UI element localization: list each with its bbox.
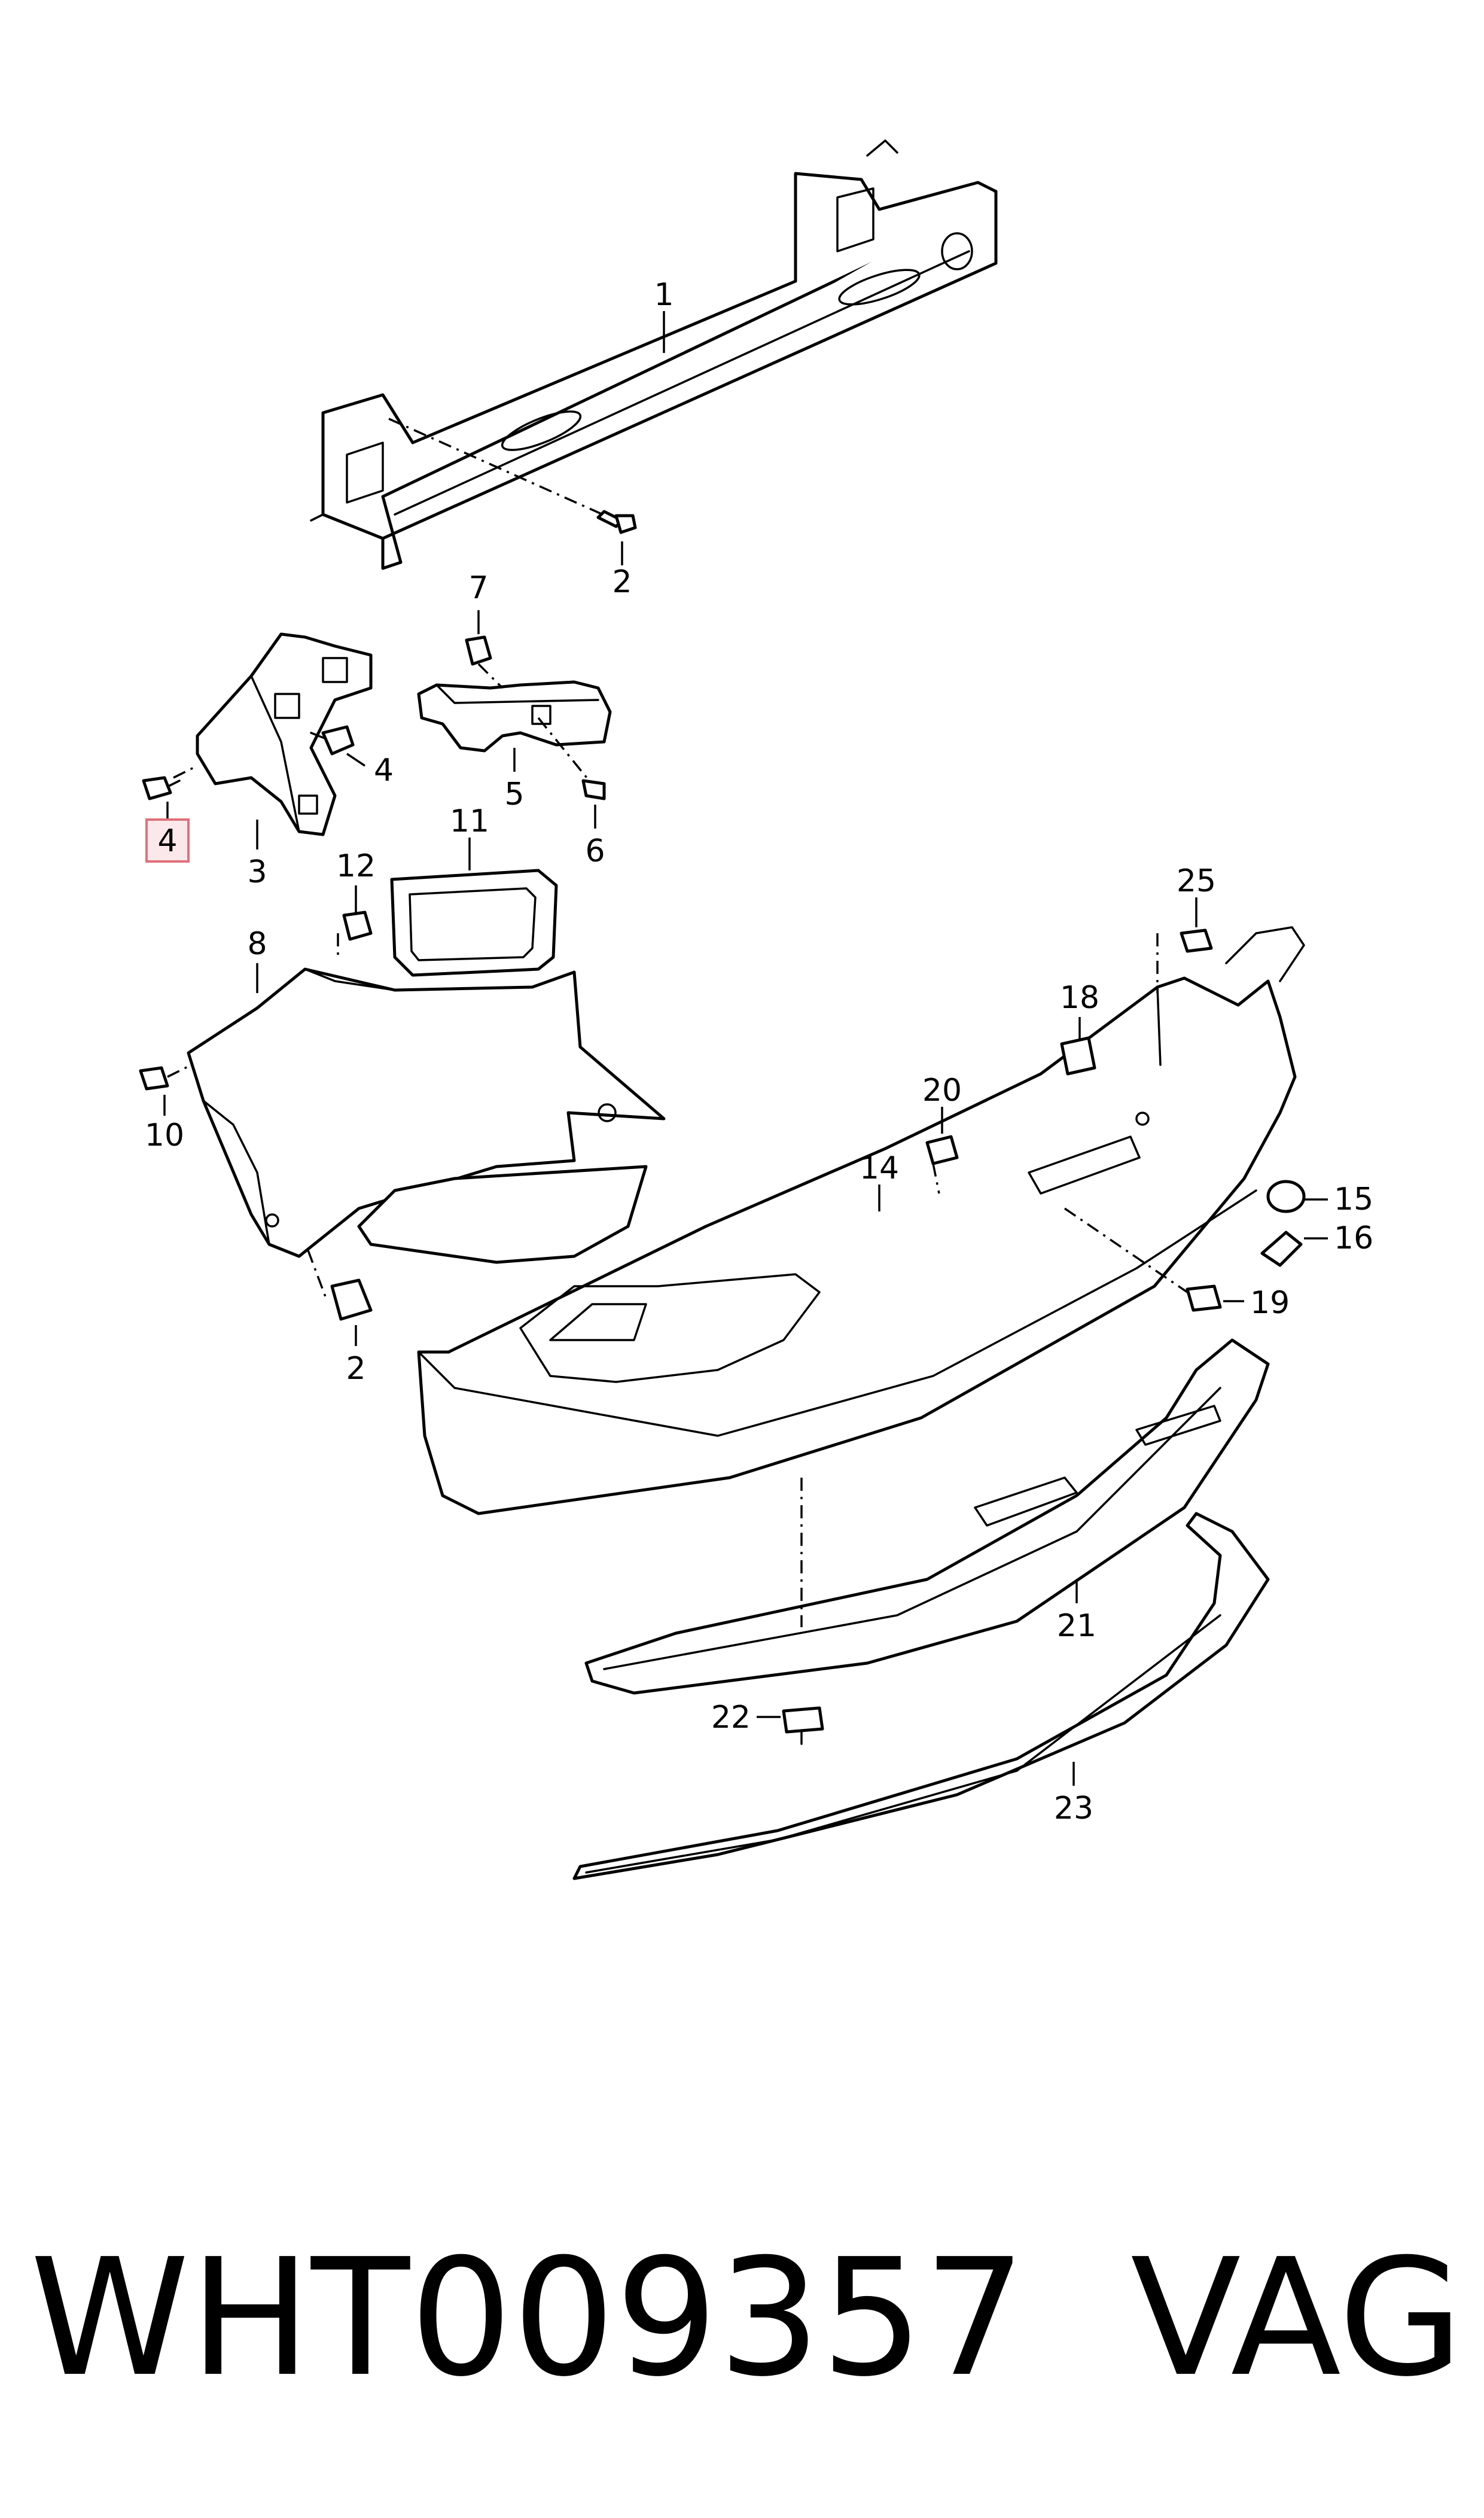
brand-name: VAG: [1130, 2224, 1464, 2412]
callout-25: 25: [1177, 863, 1216, 899]
part-13-screw: [139, 1066, 169, 1091]
callout-23: 23: [1054, 1791, 1093, 1826]
callout-13: 10: [145, 1118, 184, 1153]
part-20-clip: [925, 1135, 959, 1165]
leader-dash-3: [173, 765, 198, 779]
callout-10: 8: [247, 926, 267, 962]
leader-dash-11: [307, 1250, 327, 1299]
callout-7: 6: [585, 833, 605, 869]
callout-22: 22: [711, 1700, 751, 1735]
part-3-left-bracket: [196, 632, 373, 836]
part-19-screw: [1186, 1284, 1222, 1312]
callout-18: 18: [1060, 980, 1099, 1016]
callout-15: 14: [860, 1150, 899, 1186]
callout-20: 20: [922, 1073, 962, 1109]
callout-8: 7: [468, 570, 488, 606]
part-22-clip: [782, 1706, 824, 1745]
callout-12: 11: [450, 803, 489, 839]
part-11-clip: [330, 1278, 373, 1321]
callout-14: 12: [336, 848, 376, 884]
leader-dash-8: [477, 663, 504, 689]
callout-2: 2: [612, 564, 632, 600]
part-4-screw: [142, 776, 181, 800]
part-14-clip: [342, 911, 373, 941]
part-5-clip: [310, 725, 355, 756]
callout-17: 16: [1334, 1220, 1373, 1256]
part-6-center-bracket: [417, 680, 612, 753]
part-number: WHT009357: [30, 2224, 1026, 2412]
leader-dash-13: [167, 1064, 192, 1078]
callout-1: 1: [654, 277, 674, 313]
part-23-trim-strip: [572, 1512, 1270, 1880]
callout-19: 19: [1250, 1285, 1290, 1321]
part-17-cap: [1260, 1231, 1303, 1267]
leader-dash-20: [932, 1163, 940, 1194]
part-7-screw: [581, 779, 606, 800]
part-15-bumper-cover: [417, 926, 1305, 1515]
callout-4: 4: [157, 823, 177, 859]
part-2-bolt: [596, 510, 637, 534]
part-18-clip: [1060, 1036, 1096, 1076]
part-8-clip: [465, 635, 492, 666]
part-12-gasket: [390, 869, 558, 977]
part-16-cap: [1266, 1180, 1306, 1213]
callout-4-highlight: [145, 818, 190, 863]
callout-3: 3: [247, 854, 267, 890]
callout-16: 15: [1334, 1182, 1373, 1217]
leader-dash-19: [1064, 1207, 1188, 1293]
caption: WHT009357 VAG: [30, 2228, 1465, 2408]
leader-dash-7: [537, 717, 590, 782]
callout-6: 5: [504, 777, 524, 812]
part-21-diffuser: [584, 1338, 1270, 1695]
leader-5: [346, 753, 365, 767]
callout-11: 2: [346, 1351, 365, 1387]
callout-21: 21: [1057, 1608, 1096, 1644]
part-10-side-panel: [187, 967, 666, 1264]
part-1-bumper-beam: [310, 139, 998, 570]
callout-5: 4: [374, 753, 394, 788]
part-25-screw: [1180, 928, 1213, 953]
